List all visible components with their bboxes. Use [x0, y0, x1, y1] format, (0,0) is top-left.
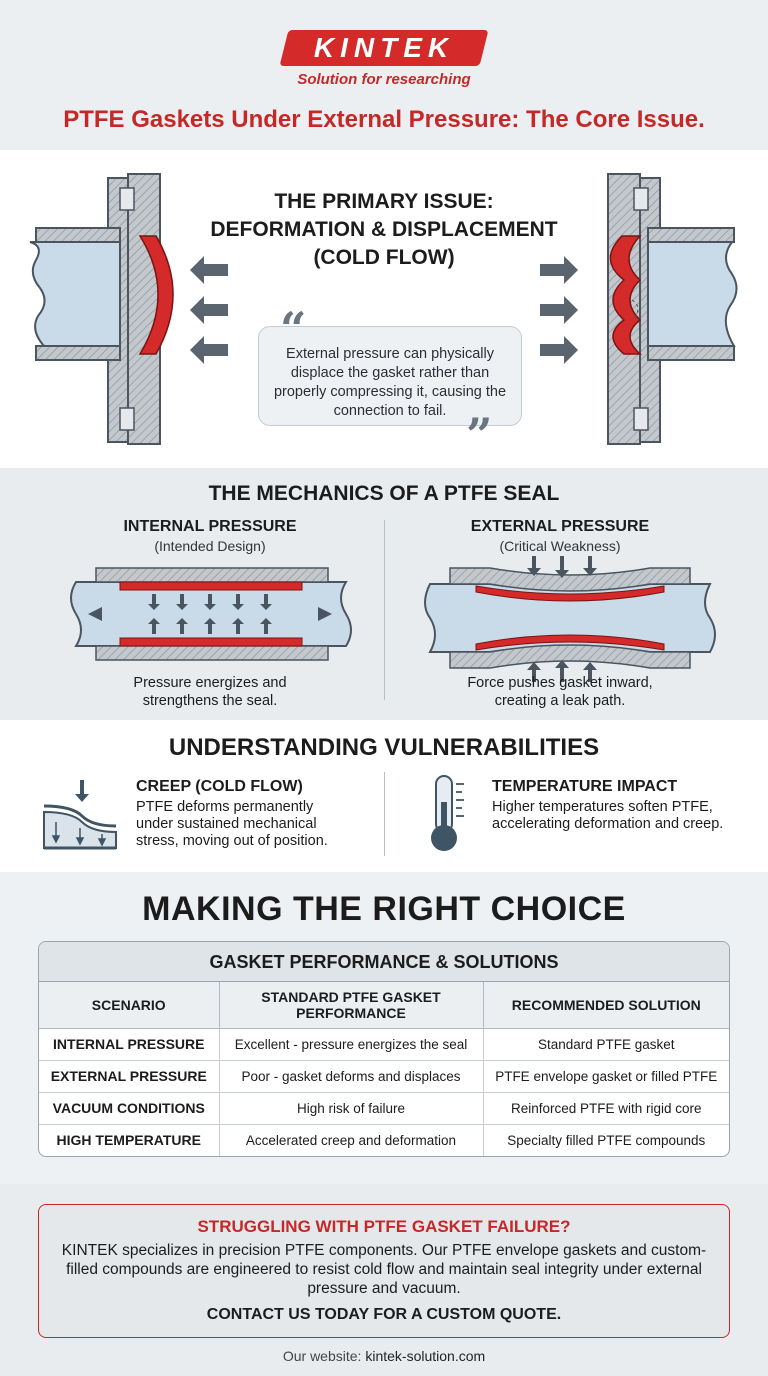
- temperature-heading: TEMPERATURE IMPACT: [492, 778, 678, 795]
- performance-table: GASKET PERFORMANCE & SOLUTIONS SCENARIO …: [38, 941, 730, 1157]
- primary-issue-section: THE PRIMARY ISSUE: DEFORMATION & DISPLAC…: [0, 150, 768, 468]
- quote-text: External pressure can physically displac…: [273, 346, 507, 419]
- internal-pressure-diagram: [70, 567, 352, 661]
- primary-issue-title-line-3: (COLD FLOW): [313, 246, 455, 269]
- cta-box: STRUGGLING WITH PTFE GASKET FAILURE? KIN…: [38, 1204, 730, 1338]
- external-pressure-caption: Force pushes gasket inward, creating a l…: [390, 674, 730, 710]
- quote-box: External pressure can physically displac…: [258, 326, 522, 426]
- right-flange-illustration: [540, 173, 738, 445]
- table-row: INTERNAL PRESSURE Excellent - pressure e…: [39, 1028, 729, 1061]
- mechanics-divider: [384, 520, 385, 700]
- open-quote-icon: “: [280, 302, 307, 356]
- cta-body: KINTEK specializes in precision PTFE com…: [61, 1242, 707, 1297]
- cell-scenario: HIGH TEMPERATURE: [39, 1124, 220, 1156]
- choice-section: MAKING THE RIGHT CHOICE GASKET PERFORMAN…: [0, 872, 768, 1184]
- close-quote-icon: ”: [466, 408, 493, 462]
- header-solution: RECOMMENDED SOLUTION: [483, 982, 729, 1029]
- left-pressure-arrows: [190, 256, 228, 364]
- internal-pressure-heading: INTERNAL PRESSURE: [123, 518, 297, 535]
- table-row: HIGH TEMPERATURE Accelerated creep and d…: [39, 1124, 729, 1156]
- cell-solution: PTFE envelope gasket or filled PTFE: [483, 1060, 729, 1093]
- external-caption-line-1: Force pushes gasket inward,: [467, 675, 653, 691]
- cell-scenario: INTERNAL PRESSURE: [39, 1028, 220, 1061]
- primary-issue-title-line-2: DEFORMATION & DISPLACEMENT: [210, 218, 558, 241]
- cell-performance: Poor - gasket deforms and displaces: [219, 1060, 484, 1093]
- table-header-row: SCENARIO STANDARD PTFE GASKET PERFORMANC…: [39, 982, 729, 1029]
- cta-section: STRUGGLING WITH PTFE GASKET FAILURE? KIN…: [0, 1184, 768, 1376]
- page-title: PTFE Gaskets Under External Pressure: Th…: [63, 106, 705, 133]
- thermometer-icon: [431, 775, 464, 851]
- internal-pressure-subheading: (Intended Design): [154, 538, 266, 554]
- contact-us-link[interactable]: CONTACT US TODAY FOR A CUSTOM QUOTE.: [206, 1306, 562, 1323]
- cell-solution: Standard PTFE gasket: [483, 1028, 729, 1061]
- creep-body: PTFE deforms permanently under sustained…: [136, 799, 328, 849]
- cell-solution: Reinforced PTFE with rigid core: [483, 1092, 729, 1125]
- cta-title: STRUGGLING WITH PTFE GASKET FAILURE?: [197, 1217, 571, 1236]
- cell-solution: Specialty filled PTFE compounds: [507, 1132, 706, 1148]
- mechanics-title: THE MECHANICS OF A PTFE SEAL: [208, 482, 560, 505]
- cell-scenario: VACUUM CONDITIONS: [39, 1092, 220, 1125]
- header: KINTEK Solution for researching PTFE Gas…: [0, 0, 768, 150]
- cell-performance: Accelerated creep and deformation: [219, 1124, 484, 1156]
- cell-performance: Excellent - pressure energizes the seal: [219, 1028, 484, 1061]
- header-scenario: SCENARIO: [39, 982, 220, 1029]
- external-pressure-subheading: (Critical Weakness): [499, 538, 621, 554]
- mechanics-section: THE MECHANICS OF A PTFE SEAL INTERNAL PR…: [0, 468, 768, 720]
- vulnerabilities-divider: [384, 772, 385, 856]
- primary-issue-title: THE PRIMARY ISSUE: DEFORMATION & DISPLAC…: [200, 188, 568, 272]
- table-row: EXTERNAL PRESSURE Poor - gasket deforms …: [39, 1060, 729, 1093]
- cell-scenario: EXTERNAL PRESSURE: [39, 1060, 220, 1093]
- table-caption: GASKET PERFORMANCE & SOLUTIONS: [39, 942, 729, 982]
- vulnerabilities-title: UNDERSTANDING VULNERABILITIES: [168, 734, 600, 761]
- internal-pressure-caption: Pressure energizes and strengthens the s…: [40, 674, 380, 710]
- vulnerabilities-section: UNDERSTANDING VULNERABILITIES CREEP (COL…: [0, 720, 768, 872]
- website-line: Our website: kintek-solution.com: [0, 1348, 768, 1364]
- primary-issue-title-line-1: THE PRIMARY ISSUE:: [274, 190, 494, 213]
- header-performance: STANDARD PTFE GASKET PERFORMANCE: [219, 982, 484, 1029]
- left-flange-illustration: [29, 173, 228, 445]
- logo: KINTEK: [313, 32, 455, 63]
- choice-title: MAKING THE RIGHT CHOICE: [142, 890, 626, 928]
- external-caption-line-2: creating a leak path.: [494, 693, 626, 709]
- external-pressure-diagram: [424, 556, 716, 682]
- internal-caption-line-1: Pressure energizes and: [133, 675, 287, 691]
- temperature-body: Higher temperatures soften PTFE, acceler…: [492, 799, 724, 832]
- creep-icon: [43, 780, 117, 850]
- external-pressure-heading: EXTERNAL PRESSURE: [470, 518, 650, 535]
- internal-caption-line-2: strengthens the seal.: [142, 693, 278, 709]
- right-pressure-arrows: [540, 256, 578, 364]
- cell-performance: High risk of failure: [219, 1092, 484, 1125]
- website-label: Our website:: [282, 1348, 362, 1364]
- table-row: VACUUM CONDITIONS High risk of failure R…: [39, 1092, 729, 1125]
- website-link[interactable]: kintek-solution.com: [365, 1348, 486, 1364]
- creep-heading: CREEP (COLD FLOW): [136, 778, 303, 795]
- logo-tagline: Solution for researching: [297, 71, 471, 88]
